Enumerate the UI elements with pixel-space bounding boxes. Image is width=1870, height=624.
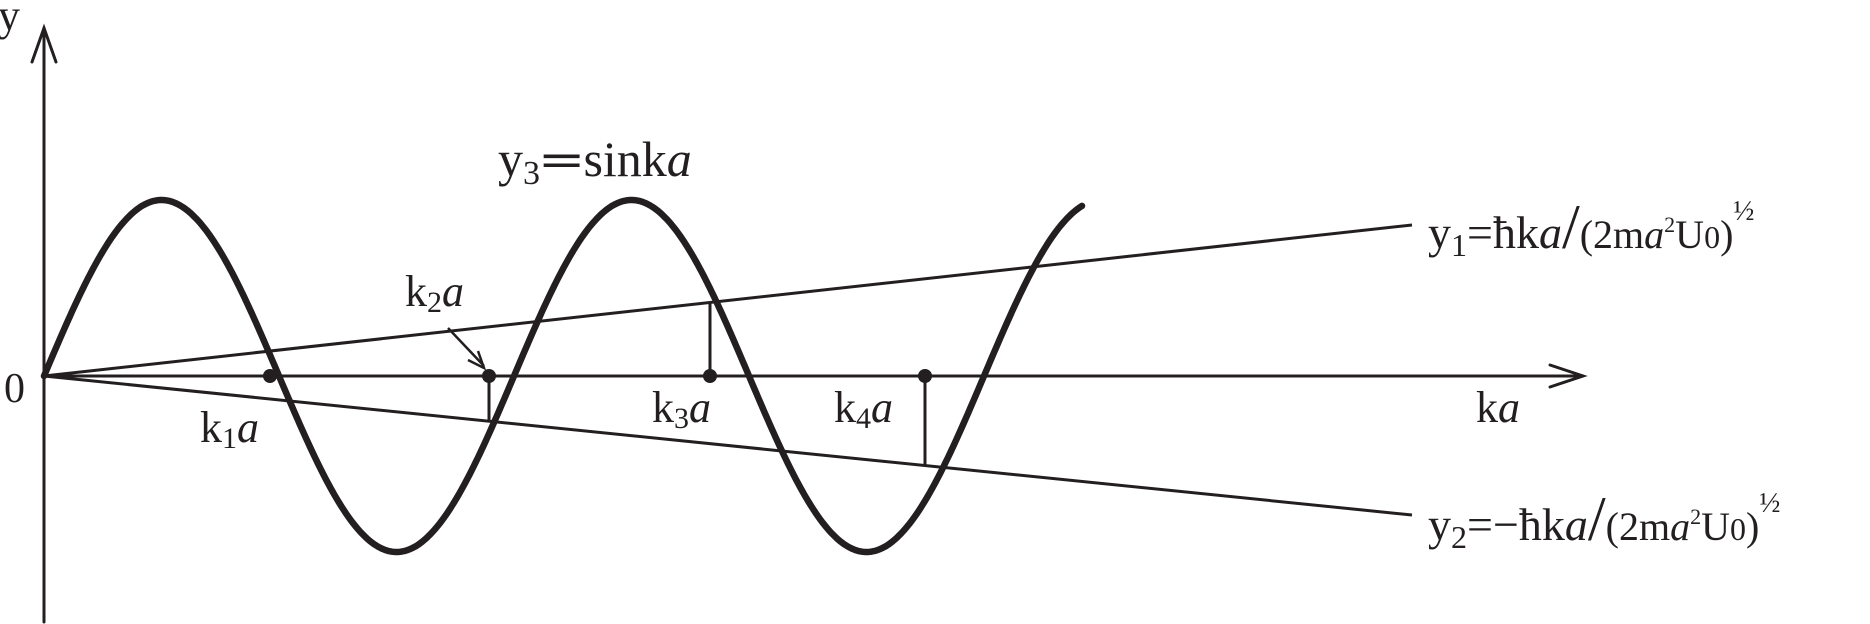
ka-axis-label: ka [1476, 383, 1520, 432]
root-label-k4a: k4a [834, 383, 893, 435]
root-label-k3a: k3a [652, 383, 711, 435]
curve-y3-sine [40, 196, 1086, 556]
root-label-k1a: k1a [200, 403, 259, 455]
line-y1 [43, 223, 1413, 378]
root-dot-k3 [703, 369, 717, 383]
root-dots [263, 369, 932, 383]
ka-axis-arrowhead [1548, 363, 1588, 389]
label-y2-equation: y2=−ħka/(2ma2U0)½ [1428, 483, 1780, 555]
ka-axis [42, 363, 1588, 389]
y-axis-arrowhead [30, 23, 58, 64]
label-y3-sinka: y3═sinka [498, 131, 692, 192]
root-dot-k4 [918, 369, 932, 383]
y-axis [30, 23, 58, 624]
origin-label: 0 [4, 366, 25, 412]
root-markers [487, 302, 927, 466]
root-dot-k1 [263, 369, 277, 383]
root-label-k2a: k2a [405, 267, 464, 319]
y-axis-label: y [0, 0, 20, 40]
label-y1-equation: y1=ħka/(2ma2U0)½ [1428, 191, 1754, 263]
root-dot-k2 [482, 369, 496, 383]
k2a-pointer-arrow [447, 327, 487, 371]
line-y2 [43, 374, 1413, 517]
